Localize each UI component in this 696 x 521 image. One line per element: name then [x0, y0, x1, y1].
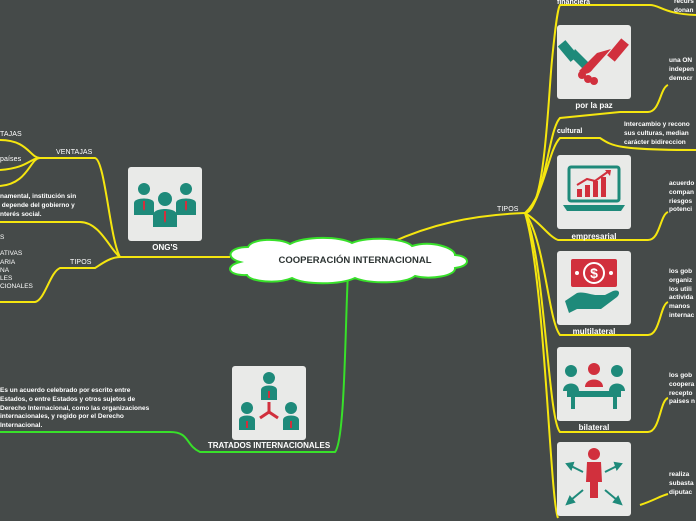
laptop-chart-icon — [563, 165, 625, 211]
link-tipos-bilateral — [524, 212, 669, 433]
multilateral-desc: los gob organiz los utili activida manos… — [669, 268, 695, 319]
tratados-card[interactable] — [232, 366, 306, 440]
central-bubble — [229, 236, 468, 285]
paz-desc: una ON indepen democr — [669, 57, 694, 82]
multilateral-label[interactable]: multilateral — [572, 327, 616, 336]
link-tipos-empresarial — [524, 211, 669, 241]
link-ventajas-item3 — [0, 157, 41, 187]
financiera-desc: recurs donan — [674, 0, 694, 14]
ongs-card[interactable] — [128, 167, 202, 241]
financiera-label[interactable]: financiera — [557, 0, 591, 6]
link-tipos-cultural — [524, 137, 696, 214]
multilateral-card[interactable]: $ — [557, 251, 631, 325]
bilateral-label[interactable]: bilateral — [578, 423, 610, 432]
link-tecnica-desc — [639, 493, 669, 506]
link-ongs-def — [0, 221, 121, 258]
handshake-icon — [557, 38, 629, 85]
ventajas-item-2[interactable]: países — [0, 156, 22, 163]
cultural-desc: Intercambio y recono sus culturas, media… — [624, 121, 690, 146]
paz-label[interactable]: por la paz — [575, 101, 613, 110]
empresarial-label[interactable]: empresarial — [571, 232, 617, 241]
meeting-icon — [563, 363, 625, 409]
ongs-label[interactable]: ONG'S — [152, 243, 178, 252]
link-tipos-multilateral — [524, 212, 669, 336]
paz-card[interactable] — [557, 25, 631, 99]
network-people-icon — [239, 372, 299, 430]
ventajas-label[interactable]: VENTAJAS — [56, 149, 93, 156]
ongs-tipos-label[interactable]: TIPOS — [70, 259, 92, 266]
tratados-label[interactable]: TRATADOS INTERNACIONALES — [207, 441, 331, 450]
ventajas-item-1[interactable]: TAJAS — [0, 131, 22, 138]
tipos-label[interactable]: TIPOS — [497, 206, 519, 213]
empresarial-card[interactable] — [557, 155, 631, 229]
tecnica-desc: realiza subasta diputac — [669, 471, 694, 496]
link-ongs-ventajas — [40, 157, 121, 258]
link-tipos-tecnica — [524, 212, 559, 519]
tecnica-card[interactable] — [557, 442, 631, 516]
central-topic-title[interactable]: COOPERACIÓN INTERNACIONAL — [278, 255, 432, 266]
person-arrows-icon — [565, 448, 623, 506]
ongs-definicion: namental, institución sin depende del go… — [0, 193, 77, 218]
link-financiera-desc — [600, 4, 696, 16]
tratados-desc: Es un acuerdo celebrado por escrito entr… — [0, 387, 150, 430]
link-center-tratados — [0, 271, 349, 453]
link-center-tipos — [389, 212, 526, 244]
bilateral-card[interactable] — [557, 347, 631, 421]
empresarial-desc: acuerdo compan riesgos potenci — [669, 180, 695, 214]
link-ongs-tipos — [0, 256, 121, 303]
svg-text:$: $ — [590, 265, 598, 281]
group-people-icon — [134, 183, 196, 227]
bilateral-desc: los gob coopera recepto paises n — [669, 372, 696, 406]
money-hand-icon: $ — [565, 259, 620, 313]
ongs-tipos-items: S ATIVAS ARIA NA LES CIONALES — [0, 234, 33, 291]
cultural-label[interactable]: cultural — [557, 128, 583, 135]
